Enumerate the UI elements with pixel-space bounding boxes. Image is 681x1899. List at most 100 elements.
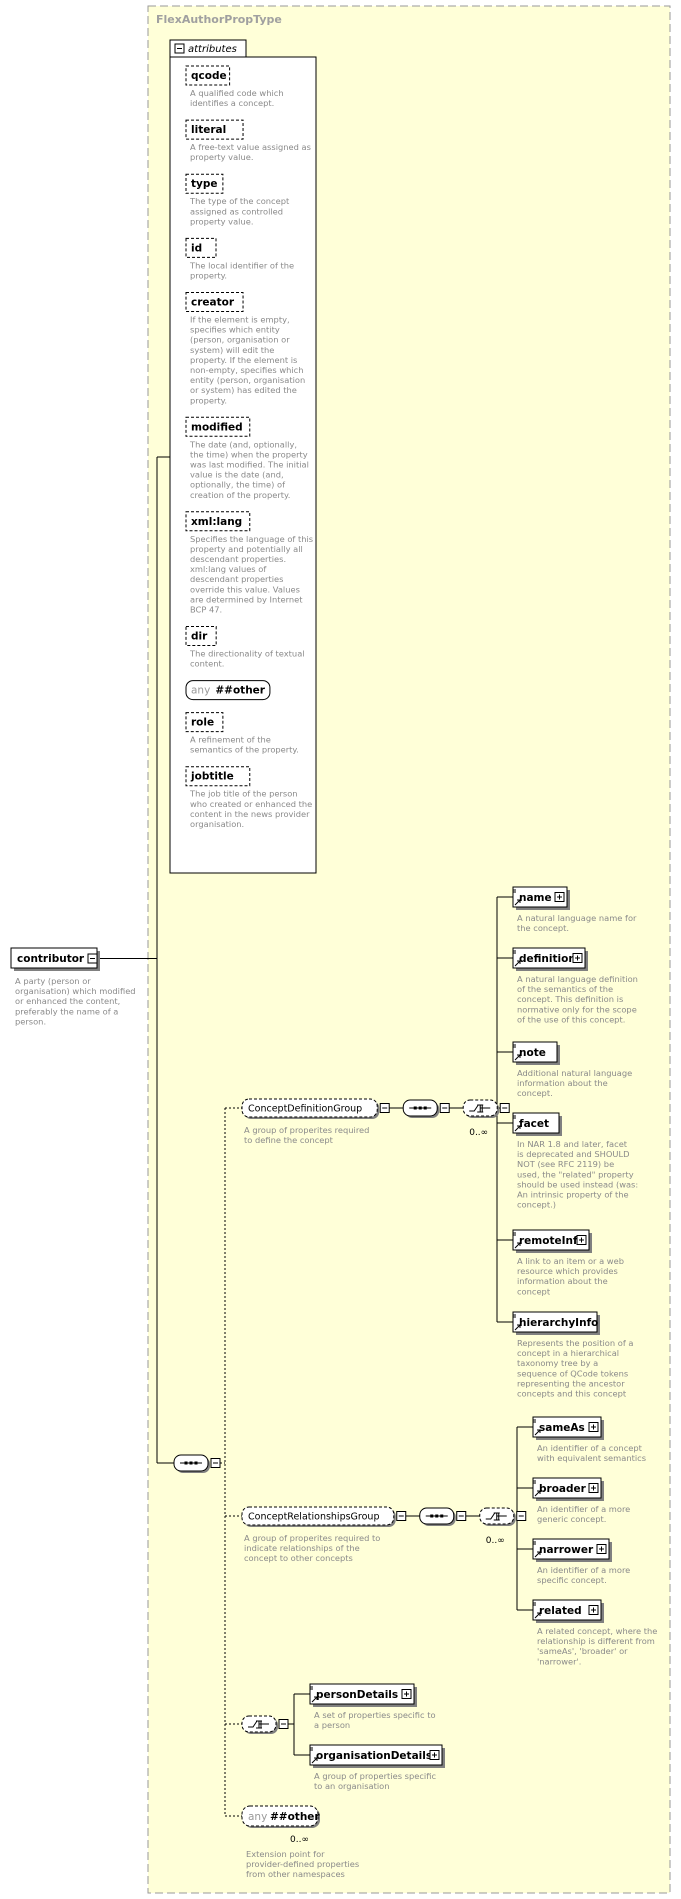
expand-icon[interactable] bbox=[429, 1750, 440, 1760]
reference-arrow-icon bbox=[534, 1612, 541, 1619]
description-text: concept. bbox=[517, 1088, 553, 1098]
element-narrower[interactable]: narrower bbox=[532, 1538, 612, 1562]
description-text: concepts and this concept bbox=[517, 1389, 627, 1399]
corner-mark bbox=[513, 1314, 516, 1318]
attribute-box[interactable]: modified bbox=[185, 416, 251, 437]
attribute-name: type bbox=[191, 178, 218, 190]
any-attribute-frame bbox=[185, 680, 271, 701]
reference-arrow-icon bbox=[514, 899, 521, 906]
reference-arrow-icon bbox=[514, 1125, 521, 1132]
attribute-box[interactable]: role bbox=[185, 712, 224, 733]
element-remoteInfo[interactable]: remoteInfo bbox=[512, 1229, 592, 1253]
corner-mark bbox=[513, 1115, 516, 1119]
group-collapse-icon[interactable] bbox=[379, 1103, 390, 1113]
description-text: 'sameAs', 'broader' or bbox=[537, 1646, 628, 1656]
expand-icon[interactable] bbox=[596, 1544, 607, 1554]
description-text: property. If the element is bbox=[190, 355, 297, 365]
sequence-collapse-icon[interactable] bbox=[456, 1511, 467, 1521]
description-text: If the element is empty, bbox=[190, 315, 290, 325]
corner-mark bbox=[533, 1480, 536, 1484]
attribute-name: jobtitle bbox=[190, 771, 234, 783]
description-text: concept in a hierarchical bbox=[517, 1348, 619, 1358]
description-text: descendant properties. bbox=[190, 554, 286, 564]
box-frame bbox=[309, 1683, 415, 1705]
attribute-name: qcode bbox=[191, 70, 227, 82]
description-text: A group of properites required bbox=[244, 1125, 369, 1135]
element-name: hierarchyInfo bbox=[519, 1317, 598, 1329]
description-text: A free-text value assigned as bbox=[190, 142, 311, 152]
attribute-frame bbox=[185, 237, 217, 258]
expand-icon[interactable] bbox=[401, 1689, 412, 1699]
expand-icon[interactable] bbox=[576, 1235, 587, 1245]
root-element-box[interactable]: contributor bbox=[10, 947, 100, 971]
description-text: used, the "related" property bbox=[517, 1169, 634, 1179]
attribute-frame bbox=[185, 416, 251, 437]
attribute-box[interactable]: jobtitle bbox=[185, 766, 251, 787]
corner-mark bbox=[533, 1541, 536, 1545]
attribute-box[interactable]: creator bbox=[185, 292, 244, 312]
attribute-box[interactable]: literal bbox=[185, 119, 244, 140]
description-text: content. bbox=[190, 659, 224, 669]
element-name: contributor bbox=[17, 953, 85, 965]
attribute-box[interactable]: qcode bbox=[185, 65, 231, 86]
element-organisationDetails[interactable]: organisationDetails bbox=[309, 1744, 445, 1768]
group-collapse-icon[interactable] bbox=[396, 1511, 407, 1521]
box-frame bbox=[532, 1416, 602, 1438]
any-other-element[interactable]: any##other bbox=[241, 1805, 320, 1828]
attribute-name: modified bbox=[191, 421, 243, 433]
element-definition[interactable]: definition bbox=[512, 947, 588, 971]
description-text: creation of the property. bbox=[190, 490, 290, 500]
any-name: ##other bbox=[270, 1811, 320, 1823]
element-broader[interactable]: broader bbox=[532, 1477, 604, 1501]
element-facet[interactable]: facet bbox=[512, 1112, 562, 1136]
choice-collapse-icon[interactable] bbox=[278, 1719, 289, 1729]
reference-arrow-icon bbox=[514, 960, 521, 967]
description-text: value is the date (and, bbox=[190, 470, 284, 480]
attribute-box[interactable]: xml:lang bbox=[185, 511, 251, 532]
attribute-frame bbox=[185, 511, 251, 532]
reference-arrow-icon bbox=[514, 1324, 521, 1331]
description-text: or system) has edited the bbox=[190, 385, 297, 395]
description-text: A link to an item or a web bbox=[517, 1256, 624, 1266]
element-related[interactable]: related bbox=[532, 1599, 604, 1623]
expand-icon[interactable] bbox=[588, 1605, 599, 1615]
attribute-box[interactable]: type bbox=[185, 173, 224, 194]
choice-collapse-icon[interactable] bbox=[499, 1103, 510, 1113]
attribute-box[interactable]: id bbox=[185, 237, 217, 258]
group-box[interactable]: ConceptDefinitionGroup bbox=[241, 1098, 390, 1119]
element-note[interactable]: note bbox=[512, 1041, 560, 1065]
sequence-collapse-icon[interactable] bbox=[210, 1458, 221, 1468]
corner-mark bbox=[310, 1747, 313, 1751]
description-text: override this value. Values bbox=[190, 584, 300, 594]
description-text: who created or enhanced the bbox=[190, 799, 312, 809]
element-name[interactable]: name bbox=[512, 886, 570, 910]
description-text: A refinement of the bbox=[190, 735, 271, 745]
description-text: Represents the position of a bbox=[517, 1338, 633, 1348]
root-collapse-icon[interactable] bbox=[87, 953, 98, 964]
expand-icon[interactable] bbox=[588, 1422, 599, 1432]
group-name: ConceptRelationshipsGroup bbox=[248, 1512, 379, 1523]
element-sameAs[interactable]: sameAs bbox=[532, 1416, 604, 1440]
choice-collapse-icon[interactable] bbox=[516, 1511, 527, 1521]
attribute-box[interactable]: dir bbox=[185, 626, 217, 646]
expand-icon[interactable] bbox=[554, 892, 565, 902]
expand-icon[interactable] bbox=[588, 1483, 599, 1493]
reference-arrow-icon bbox=[514, 1054, 521, 1061]
description-text: assigned as controlled bbox=[190, 206, 283, 216]
element-hierarchyInfo[interactable]: hierarchyInfo bbox=[512, 1311, 600, 1335]
element-personDetails[interactable]: personDetails bbox=[309, 1683, 417, 1707]
sequence-collapse-icon[interactable] bbox=[439, 1103, 450, 1113]
occurrence-label: 0..∞ bbox=[486, 1536, 505, 1546]
attribute-box[interactable]: any##other bbox=[185, 680, 271, 701]
description-text: from other namespaces bbox=[246, 1869, 345, 1879]
description-text: identifies a concept. bbox=[190, 98, 274, 108]
any-label: any bbox=[191, 685, 210, 697]
description-text: xml:lang values of bbox=[190, 564, 267, 574]
crg-choice-compositor bbox=[479, 1507, 527, 1526]
expand-icon[interactable] bbox=[572, 953, 583, 963]
description-text: content in the news provider bbox=[190, 809, 310, 819]
box-frame bbox=[512, 886, 568, 908]
description-text: system) will edit the bbox=[190, 345, 274, 355]
group-box[interactable]: ConceptRelationshipsGroup bbox=[241, 1506, 407, 1527]
